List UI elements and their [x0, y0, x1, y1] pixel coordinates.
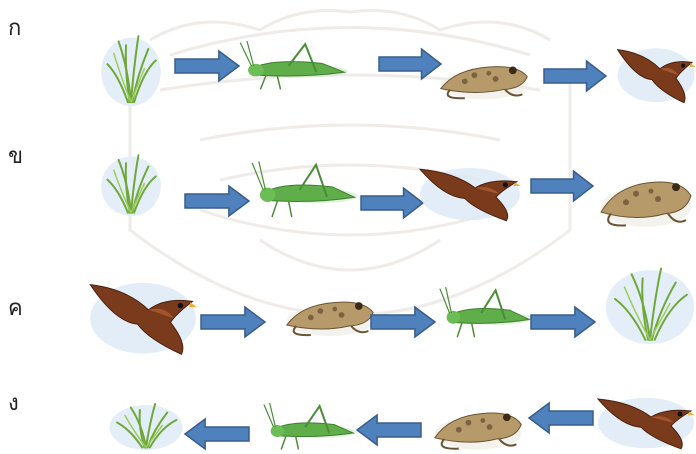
grass-icon: [100, 150, 162, 216]
grasshopper-icon: [438, 286, 534, 340]
left-arrow-icon: [184, 418, 250, 450]
right-arrow-icon: [184, 185, 250, 217]
grass-icon: [108, 400, 184, 450]
eagle-icon: [596, 390, 696, 450]
right-arrow-icon: [378, 48, 442, 80]
frog-icon: [430, 400, 526, 454]
right-arrow-icon: [543, 60, 607, 92]
row-label-d: ง: [8, 385, 19, 420]
grass-icon: [604, 262, 696, 344]
right-arrow-icon: [174, 50, 240, 82]
frog-icon: [282, 290, 378, 340]
right-arrow-icon: [530, 170, 594, 202]
right-arrow-icon: [370, 306, 436, 338]
right-arrow-icon: [530, 306, 596, 338]
frog-icon: [596, 166, 696, 232]
left-arrow-icon: [528, 402, 594, 434]
row-label-c: ค: [8, 290, 23, 325]
row-label-b: ข: [8, 138, 23, 173]
eagle-icon: [418, 160, 522, 222]
grasshopper-icon: [238, 40, 350, 92]
grasshopper-icon: [250, 160, 360, 220]
right-arrow-icon: [200, 306, 266, 338]
left-arrow-icon: [356, 414, 422, 446]
frog-icon: [436, 55, 532, 103]
right-arrow-icon: [360, 187, 424, 219]
eagle-icon: [88, 272, 198, 356]
grasshopper-icon: [262, 402, 358, 452]
row-label-a: ก: [8, 10, 21, 45]
grass-icon: [100, 30, 162, 106]
eagle-icon: [616, 40, 696, 104]
